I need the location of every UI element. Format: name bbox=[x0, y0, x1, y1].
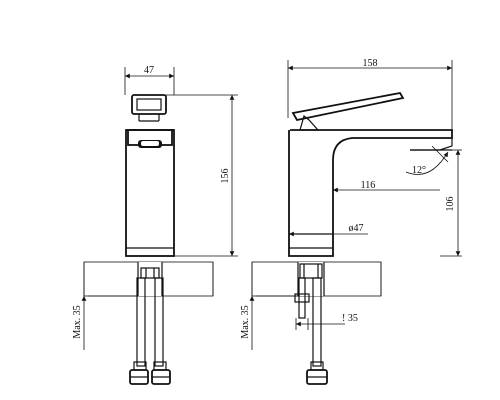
side-base-diameter-label: ø47 bbox=[349, 223, 364, 234]
side-spout-height-label: 106 bbox=[445, 197, 456, 212]
side-shank-dimension: ! 35 bbox=[295, 313, 358, 330]
front-countertop bbox=[83, 261, 214, 297]
front-width-dimension: 47 bbox=[124, 65, 175, 95]
side-max-thread-label: Max. 35 bbox=[240, 305, 251, 338]
side-reach-label: 116 bbox=[361, 180, 376, 191]
front-max-thread-dimension: Max. 35 bbox=[72, 295, 138, 350]
side-spout-height-dimension: 106 bbox=[440, 149, 462, 257]
front-body bbox=[125, 129, 175, 257]
side-max-thread-dimension: Max. 35 bbox=[240, 295, 300, 350]
front-view: 47 156 bbox=[72, 65, 238, 385]
side-hoses bbox=[294, 263, 328, 385]
side-lever bbox=[291, 92, 405, 131]
side-countertop bbox=[251, 261, 382, 297]
side-body bbox=[288, 129, 453, 257]
front-height-dimension: 156 bbox=[166, 94, 238, 257]
side-length-dimension: 158 bbox=[287, 58, 453, 140]
side-angle-annotation: 12° bbox=[405, 145, 449, 176]
front-max-thread-label: Max. 35 bbox=[72, 305, 83, 338]
side-base-diameter-dimension: ø47 bbox=[289, 223, 368, 237]
side-shank-label: ! 35 bbox=[342, 313, 358, 324]
front-spout-outlet bbox=[127, 129, 173, 148]
front-hoses bbox=[129, 267, 171, 385]
front-handle bbox=[131, 94, 167, 122]
side-reach-dimension: 116 bbox=[333, 180, 440, 193]
side-length-label: 158 bbox=[363, 58, 378, 69]
front-width-label: 47 bbox=[144, 65, 154, 76]
front-height-label: 156 bbox=[220, 169, 231, 184]
side-view: 158 12° 116 bbox=[240, 58, 462, 385]
side-angle-label: 12° bbox=[412, 165, 426, 176]
